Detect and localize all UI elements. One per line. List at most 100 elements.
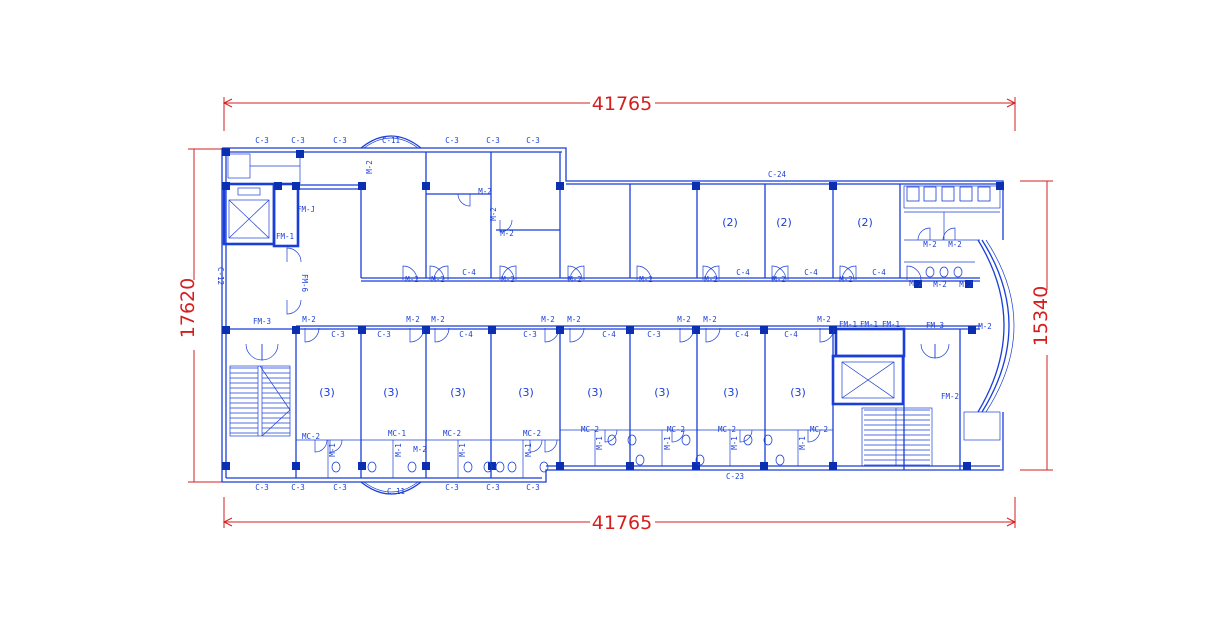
door-label: MC-2 xyxy=(581,425,599,434)
corridor-walls xyxy=(296,184,980,330)
toilet-fixture xyxy=(953,266,963,278)
door-label: M-2 xyxy=(478,187,492,196)
south-rooms xyxy=(295,329,834,478)
door-swing xyxy=(329,439,343,453)
window-label: C-3 xyxy=(526,483,540,492)
toilet-fixture xyxy=(331,461,341,473)
door-label: M-2 xyxy=(568,275,582,284)
west-stair xyxy=(226,328,296,437)
door-swing xyxy=(679,327,695,343)
toilet-fixture xyxy=(939,266,949,278)
door-swing xyxy=(402,265,418,281)
column xyxy=(422,326,430,334)
east-core xyxy=(831,327,1001,470)
window-label: C-23 xyxy=(726,472,744,481)
door-label: M-2 xyxy=(839,275,853,284)
door-label: M-1 xyxy=(730,436,739,450)
door-swing xyxy=(544,327,560,343)
door-swing xyxy=(604,429,618,443)
column xyxy=(292,326,300,334)
room-number: (3) xyxy=(587,386,603,399)
door-swing xyxy=(773,265,789,281)
door-label: M-1 xyxy=(394,443,403,457)
column xyxy=(692,326,700,334)
door-swing xyxy=(671,429,685,443)
door-label: M-2 xyxy=(817,315,831,324)
door-swing xyxy=(286,299,302,315)
door-swing xyxy=(569,327,585,343)
column xyxy=(488,326,496,334)
column xyxy=(358,182,366,190)
door-label: M-2 xyxy=(489,207,498,221)
door-label: MC-2 xyxy=(302,432,320,441)
door-swing xyxy=(807,429,821,443)
window-label: C-4 xyxy=(459,330,473,339)
door-label: MC-2 xyxy=(810,425,828,434)
right-height-dimension: 15340 xyxy=(1030,286,1052,346)
room-number: (3) xyxy=(383,386,399,399)
column xyxy=(292,462,300,470)
door-label: M-2 xyxy=(704,275,718,284)
column xyxy=(692,182,700,190)
door-labels: M-2 M-2 M-2 M-2 M-2 M-2 M-2 M-2 M-2 M-2 … xyxy=(253,160,992,457)
door-label: M-2 xyxy=(677,315,691,324)
door-swing xyxy=(771,265,787,281)
room-number: (3) xyxy=(790,386,806,399)
door-label: M-2 xyxy=(567,315,581,324)
window-labels: C-3 C-3 C-3 C-11 C-3 C-3 C-3 C-24 C-12 C… xyxy=(216,136,886,496)
door-swing xyxy=(636,265,652,281)
door-swing xyxy=(739,429,753,443)
window-label: C-3 xyxy=(486,136,500,145)
toilet-fixture xyxy=(925,266,935,278)
left-height-dimension: 17620 xyxy=(177,278,199,338)
north-rooms xyxy=(222,152,1001,278)
toilet-fixture xyxy=(681,434,691,446)
urinal-stall xyxy=(977,186,991,202)
door-label: M-2 xyxy=(909,279,923,288)
window-label: C-4 xyxy=(784,330,798,339)
double-door-swing xyxy=(920,343,936,359)
toilet-fixture xyxy=(763,434,773,446)
double-door-swing xyxy=(934,343,950,359)
column xyxy=(222,182,230,190)
toilet-fixture xyxy=(407,461,417,473)
window-label: C-4 xyxy=(736,268,750,277)
door-label: FM-1 xyxy=(860,320,878,329)
toilet-fixture xyxy=(627,434,637,446)
door-label: M-2 xyxy=(302,315,316,324)
column xyxy=(422,182,430,190)
toilet-fixture xyxy=(635,454,645,466)
door-label: M-2 xyxy=(406,315,420,324)
sanitary-fixtures xyxy=(331,186,991,473)
column xyxy=(829,182,837,190)
window-label: C-3 xyxy=(333,136,347,145)
door-label: MC-2 xyxy=(667,425,685,434)
door-swing xyxy=(433,265,449,281)
toilet-fixture xyxy=(483,461,493,473)
room-number: (2) xyxy=(857,216,873,229)
column xyxy=(358,462,366,470)
top-width-dimension: 41765 xyxy=(592,93,652,115)
door-swing xyxy=(917,227,931,241)
bottom-width-dimension: 41765 xyxy=(592,512,652,534)
urinal-stall xyxy=(906,186,920,202)
column xyxy=(556,182,564,190)
column xyxy=(963,462,971,470)
door-swing xyxy=(841,265,857,281)
column xyxy=(292,182,300,190)
toilet-fixture xyxy=(507,461,517,473)
door-label: M-2 xyxy=(405,275,419,284)
door-label: MC-2 xyxy=(523,429,541,438)
column xyxy=(222,462,230,470)
door-swing xyxy=(457,193,471,207)
toilet-fixture xyxy=(463,461,473,473)
door-label: M-2 xyxy=(978,322,992,331)
double-door-swing xyxy=(261,343,279,361)
outer-walls xyxy=(221,135,1015,495)
door-swings xyxy=(245,193,956,453)
door-swing xyxy=(942,227,956,241)
column xyxy=(760,326,768,334)
column xyxy=(829,462,837,470)
door-label: M-2 xyxy=(959,280,973,289)
door-swing xyxy=(499,265,515,281)
